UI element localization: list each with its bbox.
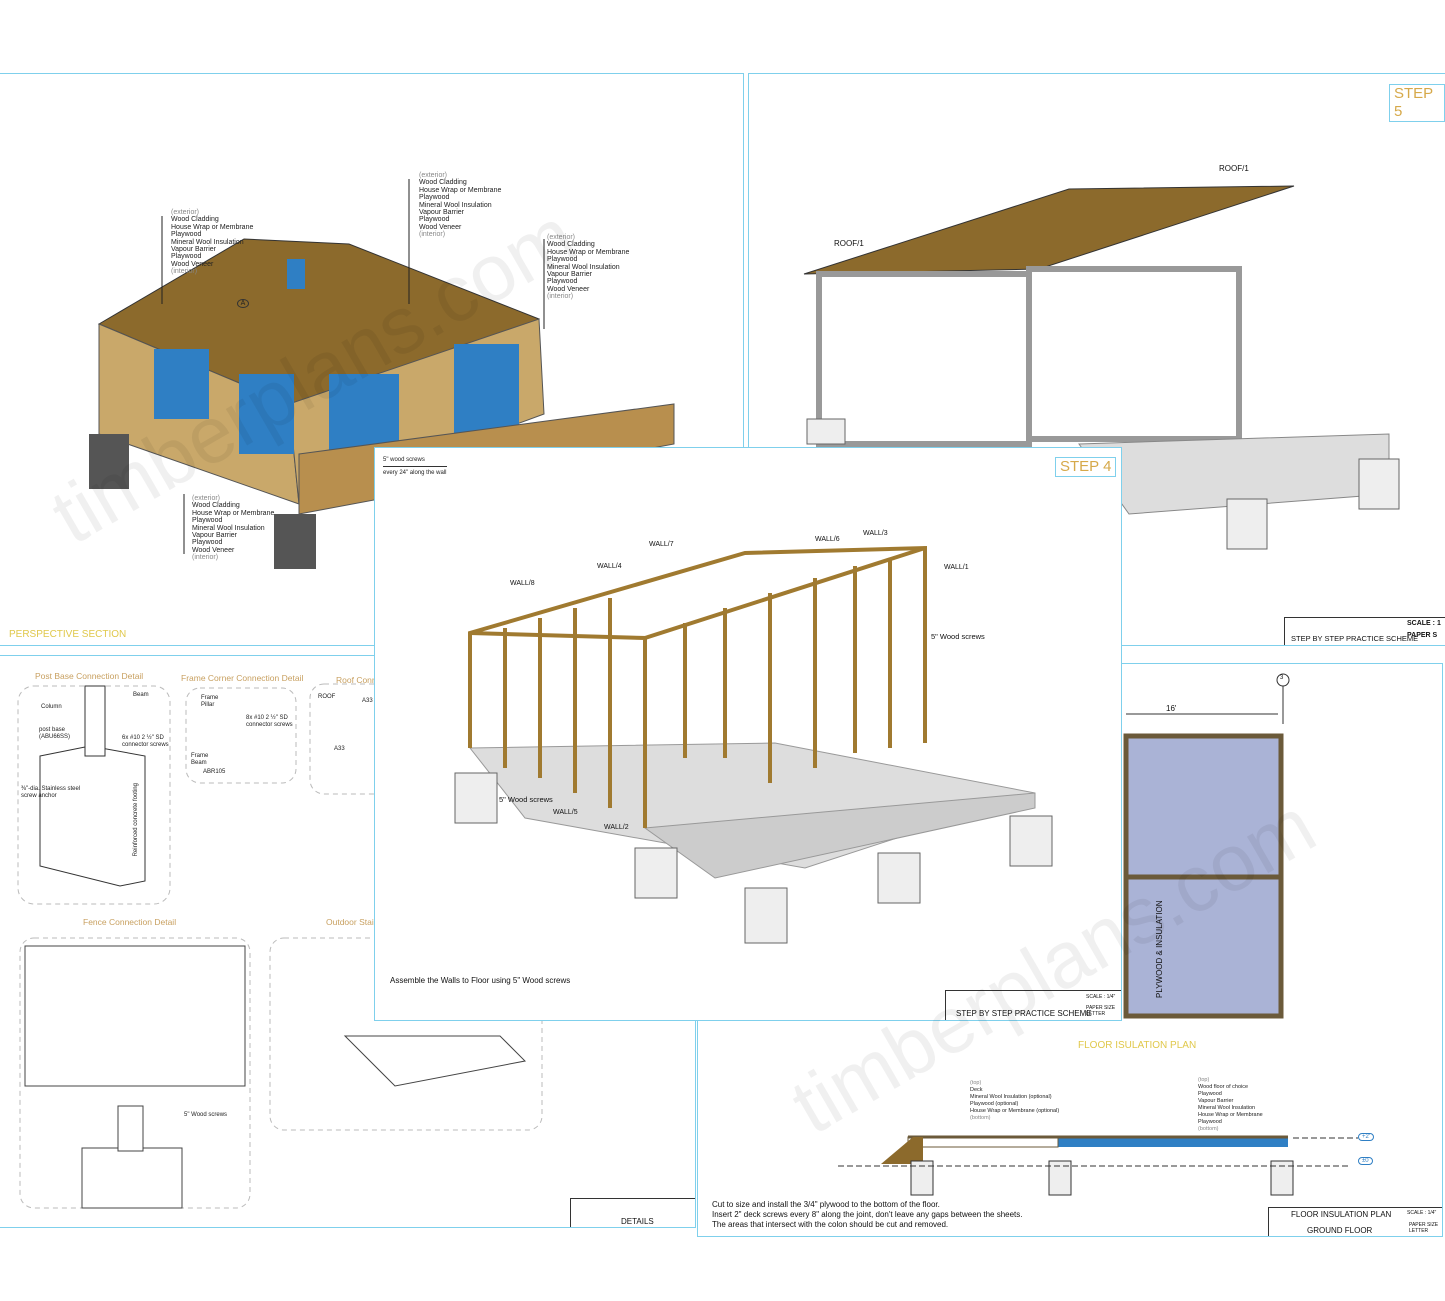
callout: 5" Wood screws xyxy=(184,1112,228,1118)
step-badge: STEP 5 xyxy=(1389,84,1445,122)
sheet-title: PERSPECTIVE SECTION xyxy=(9,629,127,640)
callout: ROOF xyxy=(318,694,336,700)
details-drawings xyxy=(17,683,543,1209)
callout: Frame Pillar xyxy=(201,695,219,709)
scale-label: SCALE : 1 xyxy=(1407,620,1441,627)
sheet-step-4: STEP 4 5" wood screws every 24" along th… xyxy=(374,447,1122,1021)
wall-label: WALL/4 xyxy=(597,563,622,570)
detail-title: Roof Conn xyxy=(336,675,377,685)
detail-title: Frame Corner Connection Detail xyxy=(181,673,304,683)
screws-callout: 5" Wood screws xyxy=(499,795,553,804)
detail-title: Fence Connection Detail xyxy=(83,917,177,927)
window xyxy=(154,349,209,419)
callout: ⅜"-dia. Stainless steel screw anchor xyxy=(21,786,81,800)
wall-label: WALL/3 xyxy=(863,530,888,537)
room-tag: A xyxy=(237,299,249,309)
instructions: Cut to size and install the 3/4" plywood… xyxy=(712,1200,1023,1229)
wall-label: WALL/8 xyxy=(510,580,535,587)
roof-label: ROOF/1 xyxy=(834,239,864,248)
screw-legend: 5" wood screws every 24" along the wall xyxy=(383,457,447,477)
title-block: FLOOR INSULATION PLAN GROUND FLOOR SCALE… xyxy=(1268,1207,1442,1236)
callout: Reinforced concrete footing xyxy=(132,783,139,857)
wall-label: WALL/1 xyxy=(944,564,969,571)
wall-label: WALL/2 xyxy=(604,824,629,831)
callout: ABR105 xyxy=(203,769,226,775)
level-marker: ±0 xyxy=(1358,1157,1373,1165)
plan-vertical-label: PLYWOOD & INSULATION xyxy=(1155,900,1164,999)
grid-axis-label: 3 xyxy=(1280,675,1284,681)
plan-title: FLOOR ISULATION PLAN xyxy=(1078,1040,1197,1051)
callout: post base (ABU66SS) xyxy=(39,727,71,741)
callout: 8x #10 2 ½" SD connector screws xyxy=(246,715,293,729)
wall-label: WALL/5 xyxy=(553,809,578,816)
instruction-text: Assemble the Walls to Floor using 5" Woo… xyxy=(390,976,571,985)
callout: Beam xyxy=(133,692,149,698)
screws-callout: 5" Wood screws xyxy=(931,632,985,641)
wall-label: WALL/7 xyxy=(649,541,674,548)
callout: Frame Beam xyxy=(191,753,209,767)
callout: A33 xyxy=(334,746,345,752)
step-badge: STEP 4 xyxy=(1055,457,1117,477)
floor-plan-drawing xyxy=(838,673,1358,1196)
level-marker: +2' xyxy=(1358,1133,1374,1141)
callout: A33 xyxy=(362,698,373,704)
roof-framing-drawing xyxy=(803,185,1400,550)
callout: 6x #10 2 ½" SD connector screws xyxy=(122,735,169,749)
paper-size-label: PAPER S xyxy=(1407,632,1438,639)
title-block: STEP BY STEP PRACTICE SCHEME SCALE : 1 P… xyxy=(1284,617,1445,645)
wall-framing-drawing xyxy=(454,545,1053,944)
detail-title: Post Base Connection Detail xyxy=(35,671,144,681)
detail-title: Outdoor Stai xyxy=(326,917,374,927)
wall-label: WALL/6 xyxy=(815,536,840,543)
title-block: DETAILS xyxy=(570,1198,695,1227)
callout: Column xyxy=(41,704,62,710)
dimension-label: 16' xyxy=(1166,704,1177,713)
title-block: STEP BY STEP PRACTICE SCHEME SCALE : 1/4… xyxy=(945,990,1121,1020)
roof-label: ROOF/1 xyxy=(1219,164,1249,173)
